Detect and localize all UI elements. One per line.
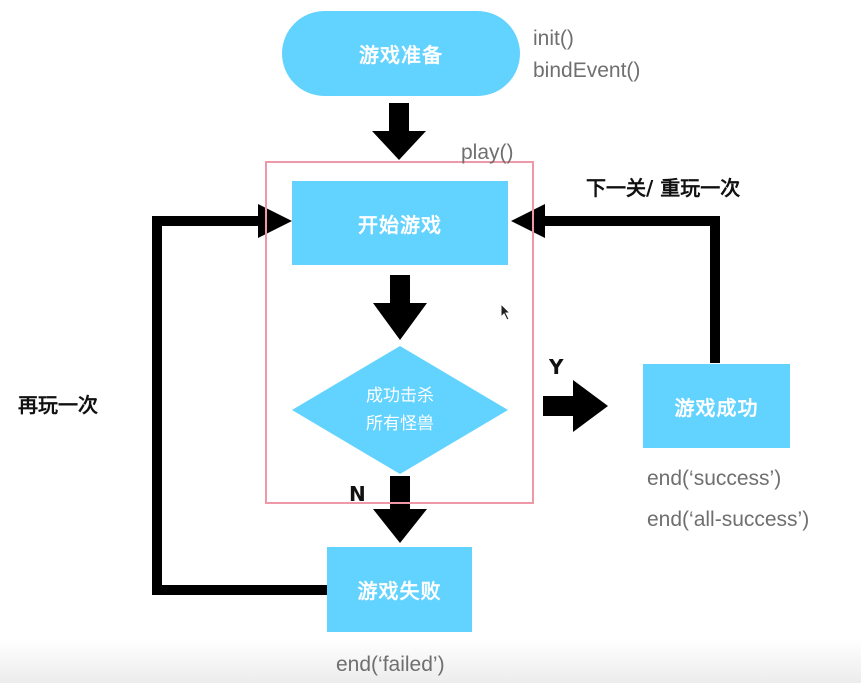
edge-label-no: N xyxy=(349,482,366,506)
decision-diamond xyxy=(292,346,508,474)
node-game-prepare-label: 游戏准备 xyxy=(359,43,443,67)
edge-label-yes: Y xyxy=(549,355,564,379)
play-scope-frame xyxy=(265,161,534,504)
arrow-start-to-decision xyxy=(373,275,427,340)
edge-label-play-again: 再玩一次 xyxy=(18,393,98,417)
node-game-success-label: 游戏成功 xyxy=(674,395,759,420)
arrow-success-loop-to-start xyxy=(511,204,720,363)
arrow-prepare-to-start xyxy=(372,103,426,160)
method-end-failed: end(‘failed’) xyxy=(336,653,445,676)
method-end-all-success: end(‘all-success’) xyxy=(647,508,810,531)
method-end-success: end(‘success’) xyxy=(647,467,782,490)
decision-line-1: 成功击杀 xyxy=(366,386,434,406)
method-bind-event: bindEvent() xyxy=(533,59,641,82)
bottom-gradient xyxy=(0,640,861,683)
node-game-failed[interactable]: 游戏失败 xyxy=(327,547,472,632)
edge-label-next-level-replay: 下一关/ 重玩一次 xyxy=(586,176,741,200)
arrow-decision-to-success xyxy=(543,380,608,432)
node-start-game[interactable]: 开始游戏 xyxy=(292,181,508,265)
mouse-cursor-icon xyxy=(500,303,512,321)
node-game-failed-label: 游戏失败 xyxy=(357,579,442,603)
method-play: play() xyxy=(461,141,514,164)
node-start-game-label: 开始游戏 xyxy=(358,212,442,237)
node-game-success[interactable]: 游戏成功 xyxy=(643,364,790,448)
method-init: init() xyxy=(533,27,574,50)
decision-line-2: 所有怪兽 xyxy=(366,414,434,434)
node-decision-text[interactable]: 成功击杀 所有怪兽 xyxy=(330,382,470,438)
node-game-prepare[interactable]: 游戏准备 xyxy=(282,11,520,96)
